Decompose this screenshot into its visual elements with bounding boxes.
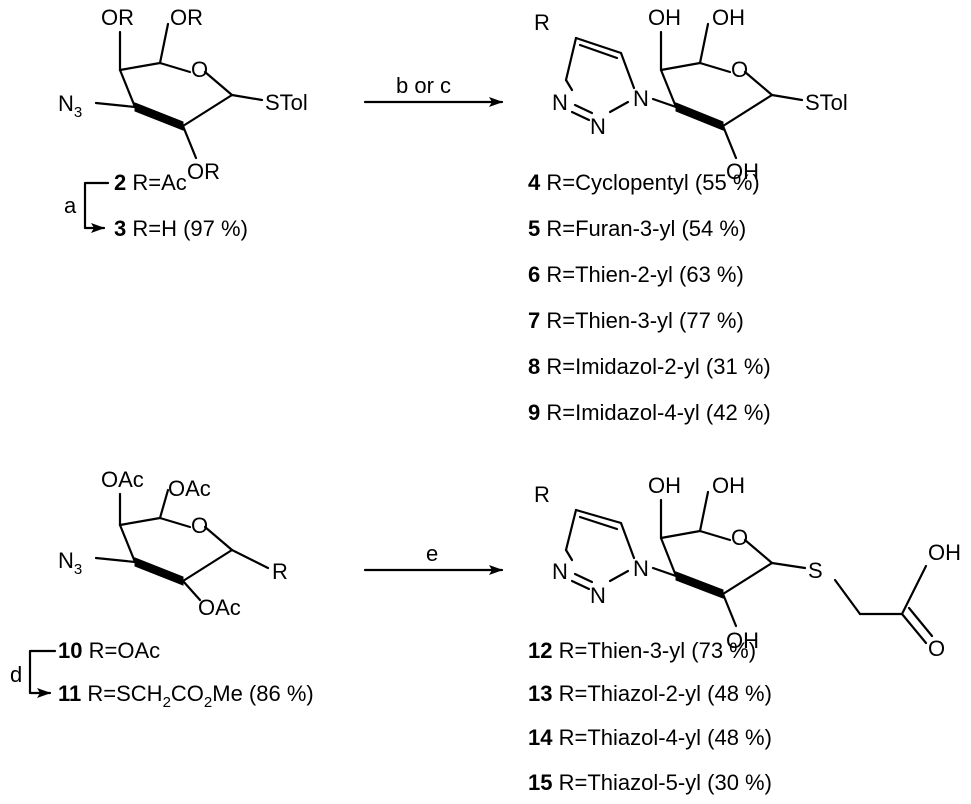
step-d-arrow: d: [10, 649, 57, 698]
reaction-arrow-e: e: [363, 541, 504, 575]
compound-5-label: 5 R=Furan-3-yl (54 %): [528, 216, 746, 241]
ring-oxygen: O: [731, 525, 748, 550]
compound-4-label: 4 R=Cyclopentyl (55 %): [528, 170, 760, 195]
stol-label: STol: [265, 90, 308, 115]
step-a-label: a: [64, 193, 77, 218]
top-product: R N N N OH OH O STol OH: [534, 5, 848, 184]
reaction-arrow-b-or-c: b or c: [363, 73, 504, 107]
front-edge-wedge: [134, 557, 184, 586]
compound-13-label: 13 R=Thiazol-2-yl (48 %): [528, 681, 772, 706]
carboxylic-oh-label: OH: [928, 540, 961, 565]
r-substituent-label: R: [272, 559, 288, 584]
azide-label: N3: [58, 548, 82, 578]
oac-label-bottom: OAc: [198, 595, 241, 620]
bottom-product: R N N N OH OH O S OH OH O: [534, 473, 961, 661]
thioether-sulfur: S: [808, 558, 823, 583]
oh-label-top-left: OH: [648, 5, 681, 30]
sugar-ring-bonds: [94, 22, 264, 160]
reagent-label-b-or-c: b or c: [396, 73, 451, 98]
oh-label-bottom: OH: [726, 159, 759, 184]
triazole-n1: N: [552, 90, 568, 115]
sugar-ring-bonds: [659, 490, 807, 628]
oh-label-top-left: OH: [648, 473, 681, 498]
reagent-label-e: e: [426, 541, 438, 566]
ring-oxygen: O: [191, 57, 208, 82]
ring-oxygen: O: [731, 57, 748, 82]
oh-label-top-right: OH: [712, 5, 745, 30]
oac-label-top-left: OAc: [101, 467, 144, 492]
top-starting-material: OR OR O N3 STol OR: [58, 5, 308, 184]
top-product-list: 4 R=Cyclopentyl (55 %) 5 R=Furan-3-yl (5…: [528, 170, 771, 425]
compound-6-label: 6 R=Thien-2-yl (63 %): [528, 262, 744, 287]
r-substituent-label: R: [534, 10, 550, 35]
front-edge-wedge: [675, 571, 724, 599]
compound-7-label: 7 R=Thien-3-yl (77 %): [528, 308, 744, 333]
sugar-ring-bonds: [659, 22, 804, 160]
thioacetic-acid-bonds: [833, 564, 934, 645]
step-a-arrow: a: [64, 181, 110, 233]
compound-9-label: 9 R=Imidazol-4-yl (42 %): [528, 400, 771, 425]
triazole-n3: N: [633, 86, 649, 111]
step-d-label: d: [10, 662, 22, 687]
oac-label-top-right: OAc: [168, 476, 211, 501]
compound-10-label: 10 R=OAc: [58, 638, 160, 663]
triazole-n2: N: [590, 114, 606, 139]
bottom-product-list: 12 R=Thien-3-yl (73 %) 13 R=Thiazol-2-yl…: [528, 638, 772, 795]
oh-label-bottom: OH: [726, 628, 759, 653]
stol-label: STol: [805, 90, 848, 115]
azide-label: N3: [58, 91, 82, 121]
triazole-bonds: [564, 36, 678, 122]
bottom-starting-material: OAc OAc O N3 R OAc: [58, 467, 288, 620]
r-substituent-label: R: [534, 482, 550, 507]
sugar-ring-bonds: [94, 488, 270, 602]
compound-8-label: 8 R=Imidazol-2-yl (31 %): [528, 354, 771, 379]
carbonyl-oxygen-label: O: [928, 636, 945, 661]
compound-11-label: 11 R=SCH2CO2Me (86 %): [58, 681, 314, 711]
front-edge-wedge: [134, 102, 184, 131]
triazole-n1: N: [552, 559, 568, 584]
compound-14-label: 14 R=Thiazol-4-yl (48 %): [528, 725, 772, 750]
front-edge-wedge: [675, 102, 724, 131]
or-label-bottom: OR: [187, 159, 220, 184]
ring-oxygen: O: [191, 513, 208, 538]
compound-12-label: 12 R=Thien-3-yl (73 %): [528, 638, 756, 663]
oh-label-top-right: OH: [712, 473, 745, 498]
compound-3-label: 3 R=H (97 %): [114, 216, 248, 241]
triazole-n2: N: [590, 583, 606, 608]
triazole-n3: N: [633, 556, 649, 581]
or-label-top-left: OR: [101, 5, 134, 30]
compound-15-label: 15 R=Thiazol-5-yl (30 %): [528, 770, 772, 795]
compound-2-label: 2 R=Ac: [114, 170, 187, 195]
triazole-bonds: [564, 508, 678, 591]
or-label-top-right: OR: [170, 5, 203, 30]
